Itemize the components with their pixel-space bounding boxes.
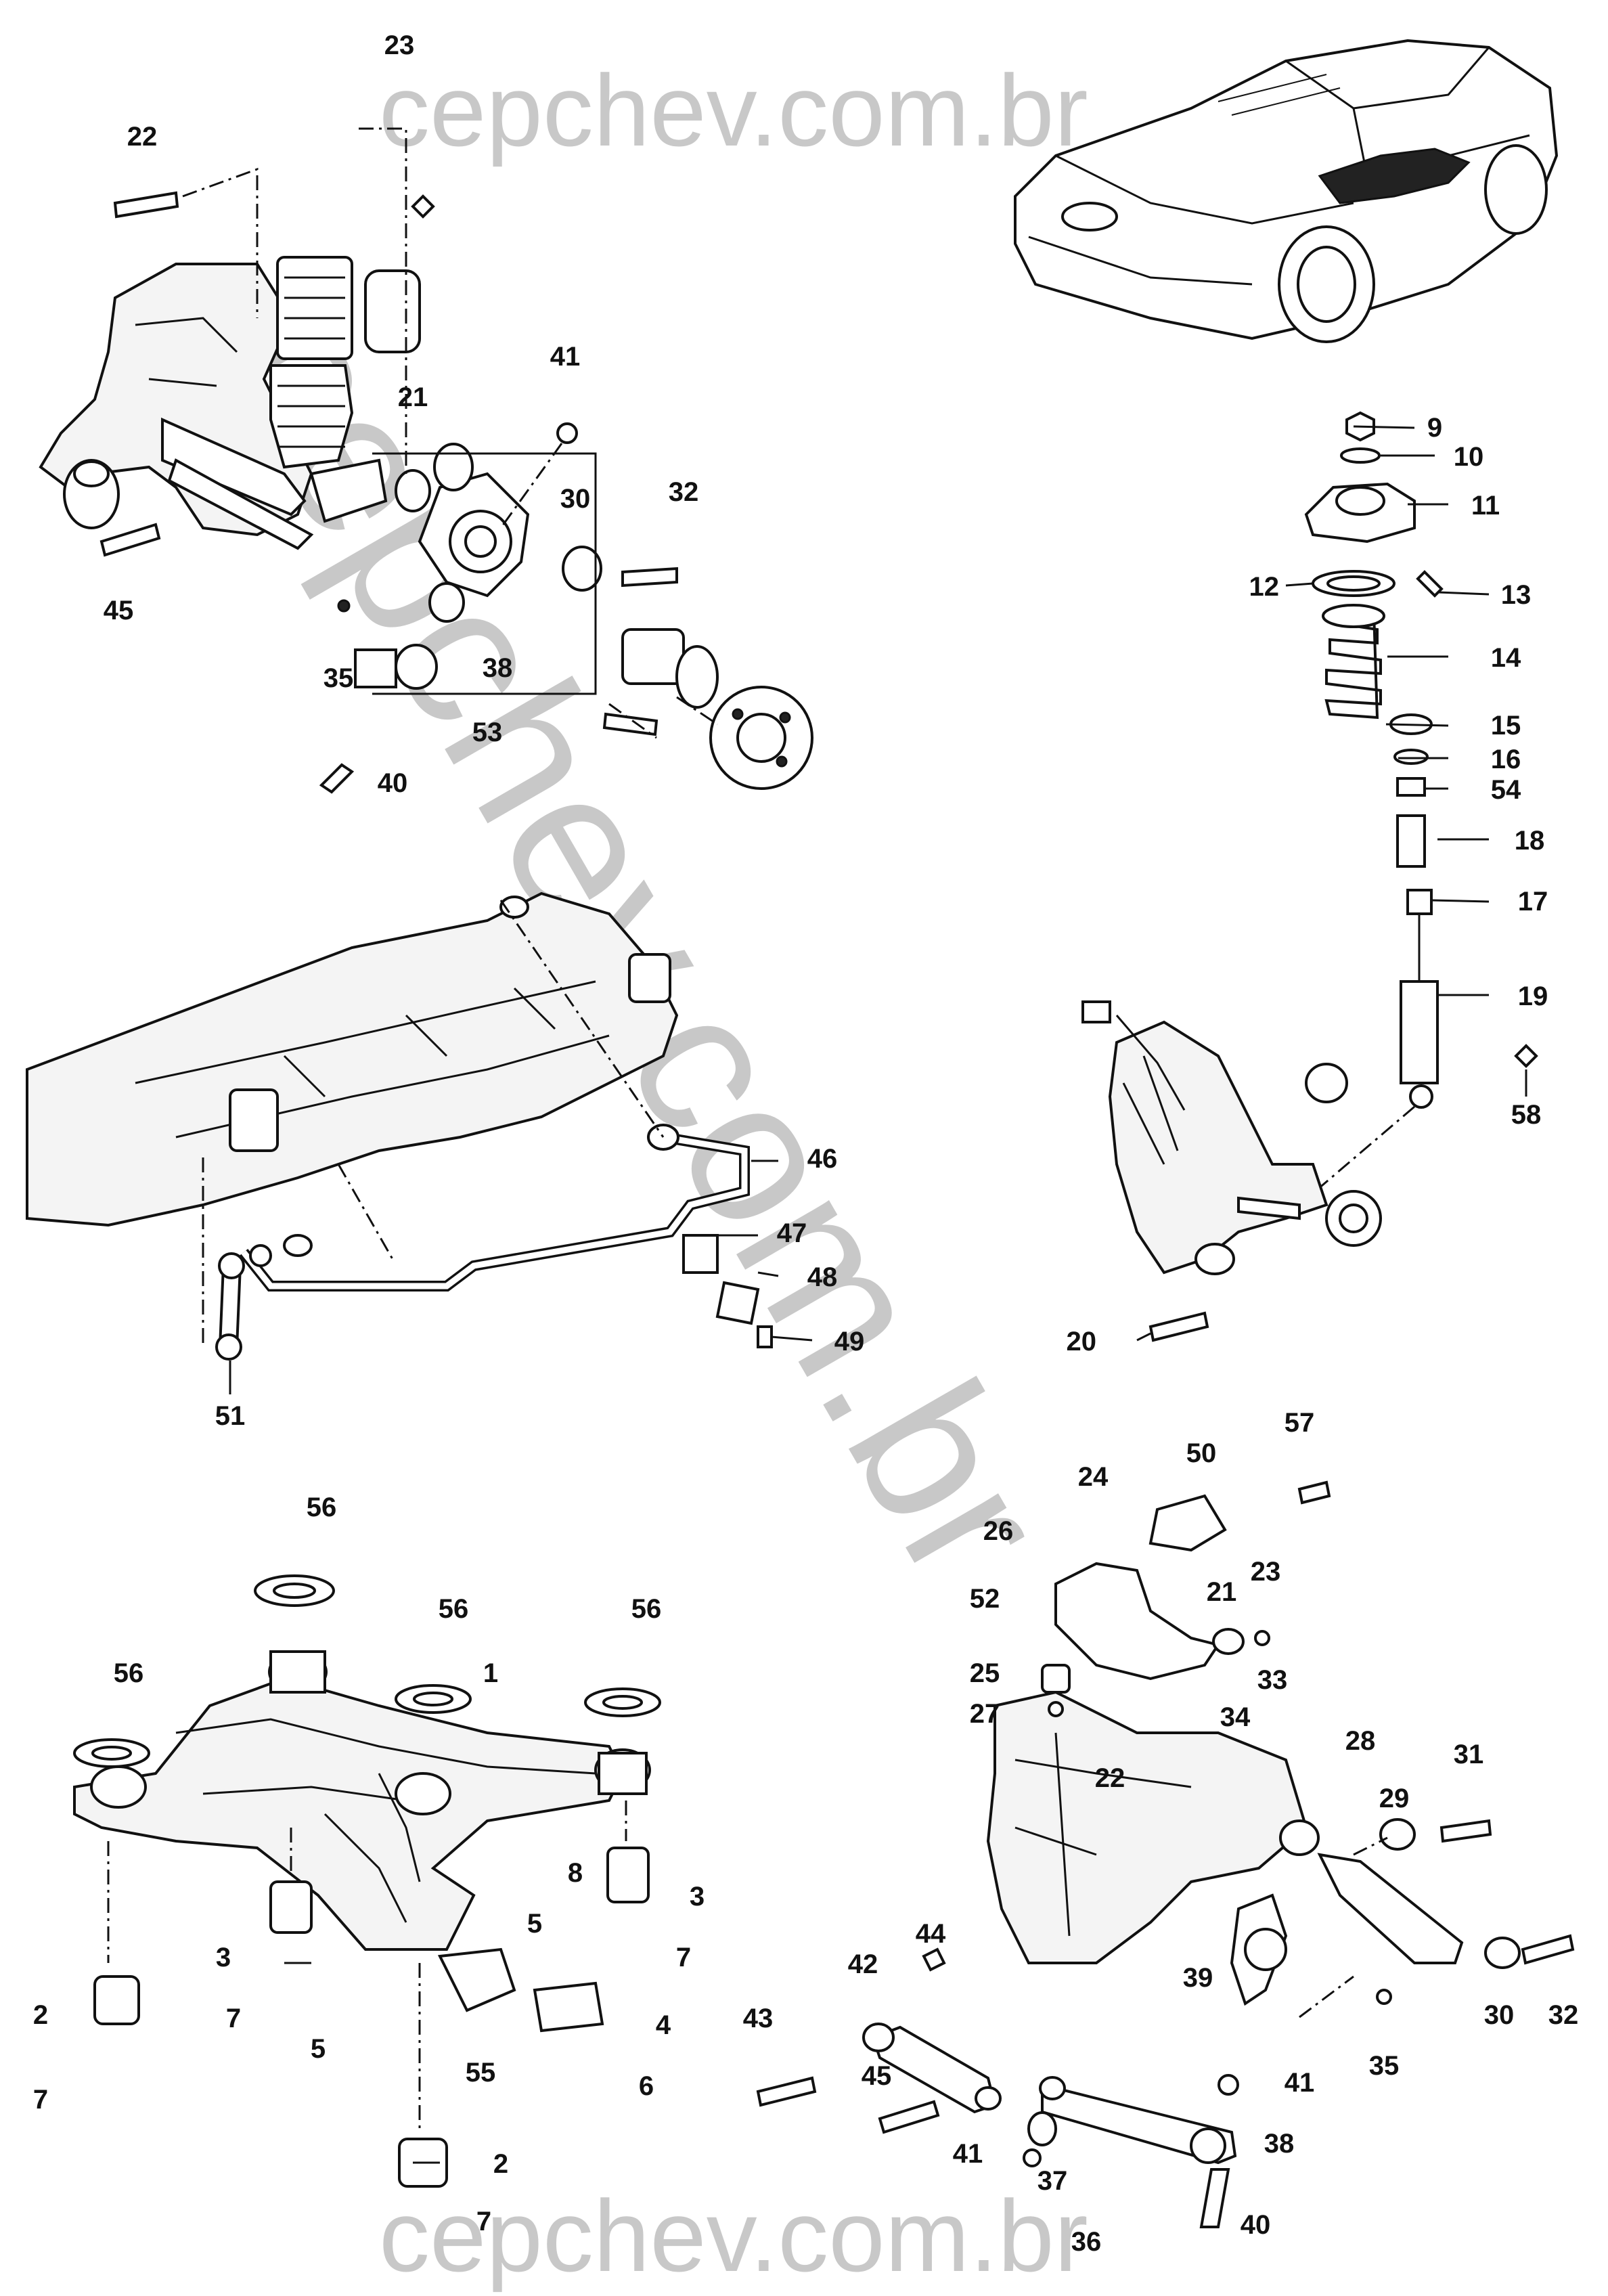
- callout-54: 54: [1491, 775, 1521, 805]
- callout-10: 10: [1454, 442, 1484, 472]
- rear-strut-stack: [1299, 411, 1538, 1206]
- callout-52: 52: [970, 1584, 1000, 1614]
- callout-40: 40: [378, 768, 408, 798]
- callout-2-left: 2: [33, 2000, 48, 2030]
- callout-45-rear: 45: [862, 2061, 892, 2091]
- crossmember-view: [73, 1574, 661, 2188]
- callout-28: 28: [1345, 1726, 1376, 1756]
- callout-41: 41: [550, 342, 581, 372]
- callout-56-mid: 56: [439, 1594, 469, 1624]
- callout-13: 13: [1501, 580, 1532, 610]
- callout-56-left: 56: [114, 1658, 144, 1688]
- callout-32-rear: 32: [1548, 2000, 1579, 2030]
- rear-subframe-view: [756, 1480, 1575, 2228]
- callout-24: 24: [1078, 1462, 1109, 1492]
- callout-23-rear: 23: [1251, 1557, 1281, 1587]
- watermark-bottom: cepchev.com.br: [379, 2179, 1088, 2293]
- callout-1: 1: [483, 1658, 498, 1688]
- callout-34: 34: [1220, 1702, 1251, 1732]
- callout-43: 43: [743, 2004, 774, 2033]
- callout-14: 14: [1491, 643, 1521, 673]
- callout-55: 55: [466, 2058, 496, 2088]
- callout-15: 15: [1491, 711, 1521, 741]
- callout-57: 57: [1285, 1408, 1315, 1438]
- callout-5-lower: 5: [311, 2034, 326, 2064]
- car-illustration: [1014, 39, 1559, 343]
- callout-2-bottom: 2: [493, 2149, 508, 2179]
- callout-numbers: 23 22 41 21 32 30 45 35 38 53 40 9 10 11…: [33, 30, 1578, 2257]
- callout-7-bottom: 7: [476, 2207, 491, 2236]
- callout-22-rear: 22: [1095, 1763, 1125, 1793]
- callout-7-right: 7: [676, 1943, 691, 1972]
- callout-6: 6: [639, 2071, 654, 2101]
- callout-16: 16: [1491, 745, 1521, 774]
- callout-30: 30: [560, 484, 591, 514]
- callout-41-right: 41: [1285, 2068, 1315, 2098]
- callout-23: 23: [384, 30, 415, 60]
- callout-46: 46: [807, 1144, 838, 1174]
- callout-26: 26: [983, 1516, 1014, 1546]
- subframe-stabilizer-view: [26, 891, 773, 1361]
- watermark-top: cepchev.com.br: [379, 53, 1088, 167]
- callout-7-mid: 7: [226, 2004, 241, 2033]
- callout-33: 33: [1257, 1665, 1288, 1695]
- callout-39: 39: [1183, 1963, 1213, 1993]
- callout-3-left: 3: [216, 1943, 231, 1972]
- callout-29: 29: [1379, 1784, 1410, 1813]
- callout-49: 49: [834, 1327, 865, 1356]
- callout-38-rear: 38: [1264, 2129, 1295, 2159]
- callout-51: 51: [215, 1401, 246, 1431]
- callout-25: 25: [970, 1658, 1000, 1688]
- callout-41-left: 41: [953, 2139, 983, 2169]
- callout-21-rear: 21: [1207, 1577, 1237, 1607]
- callout-17: 17: [1518, 887, 1548, 917]
- callout-30-rear: 30: [1484, 2000, 1515, 2030]
- callout-21: 21: [398, 382, 428, 412]
- callout-53: 53: [472, 718, 503, 747]
- callout-9: 9: [1427, 413, 1442, 443]
- callout-48: 48: [807, 1262, 838, 1292]
- callout-5-upper: 5: [527, 1909, 542, 1939]
- callout-22: 22: [127, 122, 158, 152]
- callout-50: 50: [1186, 1438, 1217, 1468]
- callout-19: 19: [1518, 981, 1548, 1011]
- callout-18: 18: [1515, 826, 1545, 856]
- callout-27: 27: [970, 1699, 1000, 1729]
- rear-knuckle-view: [1081, 1000, 1382, 1342]
- callout-12: 12: [1249, 572, 1280, 602]
- front-suspension-assembly: [39, 127, 813, 794]
- callout-7-left: 7: [33, 2085, 48, 2115]
- callout-3-right: 3: [690, 1882, 705, 1912]
- callout-37: 37: [1037, 2166, 1068, 2196]
- callout-56-top: 56: [307, 1493, 337, 1522]
- callout-20: 20: [1067, 1327, 1097, 1356]
- callout-42: 42: [848, 1949, 878, 1979]
- callout-40-rear: 40: [1241, 2210, 1271, 2240]
- callout-32: 32: [669, 477, 699, 507]
- callout-47: 47: [777, 1218, 807, 1248]
- callout-44: 44: [916, 1919, 946, 1949]
- callout-36: 36: [1071, 2227, 1102, 2257]
- callout-4: 4: [656, 2010, 671, 2040]
- callout-11: 11: [1471, 491, 1500, 521]
- callout-8: 8: [568, 1858, 583, 1888]
- callout-35-rear: 35: [1369, 2051, 1400, 2081]
- callout-38: 38: [483, 653, 513, 683]
- callout-56-right: 56: [631, 1594, 662, 1624]
- callout-35: 35: [323, 663, 354, 693]
- leader-lines: [229, 425, 1527, 2164]
- callout-31: 31: [1454, 1740, 1484, 1769]
- callout-45: 45: [104, 596, 134, 625]
- callout-58: 58: [1511, 1100, 1542, 1130]
